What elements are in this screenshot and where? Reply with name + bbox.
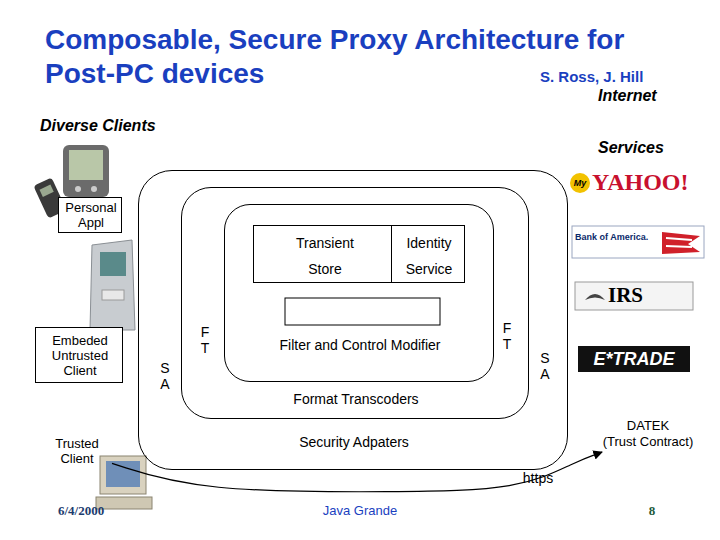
node-label: Embeded Untrusted Client bbox=[36, 333, 124, 378]
component-box: Personal Appl bbox=[58, 197, 122, 233]
ring-tag: S A bbox=[158, 360, 172, 392]
footer-event: Java Grande bbox=[310, 503, 410, 519]
yahoo-logo bbox=[570, 173, 590, 193]
logo-frame bbox=[578, 346, 690, 372]
palm-button bbox=[91, 186, 97, 192]
connector-label: https bbox=[516, 470, 560, 486]
computer-base bbox=[96, 497, 152, 509]
palm-pilot-picture bbox=[63, 145, 109, 197]
logo-text: Bank of America. bbox=[575, 232, 665, 243]
node-label: Identity Service bbox=[392, 230, 466, 282]
bofa-logo bbox=[572, 226, 704, 258]
kiosk-picture bbox=[90, 240, 135, 330]
ring-tag: F T bbox=[500, 320, 514, 352]
client-node: DATEK(Trust Contract) bbox=[588, 418, 708, 452]
logo-text: YAHOO! bbox=[592, 168, 692, 197]
node-label: Trusted Client bbox=[42, 436, 112, 466]
logo-flag bbox=[662, 232, 700, 254]
node-label: Personal Appl bbox=[59, 200, 123, 230]
group-heading: Services bbox=[598, 138, 698, 157]
kiosk-screen bbox=[100, 252, 126, 276]
client-node: Trusted Client bbox=[42, 435, 112, 469]
node-label: (Trust Contract) bbox=[588, 434, 708, 450]
palm-button bbox=[75, 186, 81, 192]
logo-circle bbox=[570, 173, 590, 193]
author-line: S. Ross, J. Hill bbox=[540, 68, 700, 86]
node-label: Filter and Control Modifier bbox=[225, 337, 495, 354]
palm-screen bbox=[69, 150, 103, 180]
footer-date: 6/4/2000 bbox=[58, 503, 148, 519]
filter-slot-box bbox=[285, 298, 440, 325]
ring-tag: S A bbox=[538, 350, 552, 382]
logo-text: IRS bbox=[608, 283, 668, 308]
connector-arrow bbox=[112, 452, 602, 492]
node-label: Format Transcoders bbox=[182, 391, 530, 408]
monitor-screen bbox=[106, 461, 140, 487]
component-box: Transient Store bbox=[253, 225, 392, 283]
group-heading: Internet bbox=[598, 86, 698, 105]
logo-frame bbox=[572, 226, 704, 258]
group-heading: Diverse Clients bbox=[40, 116, 240, 135]
computer-picture bbox=[96, 456, 152, 509]
kiosk-slot bbox=[102, 290, 124, 300]
layer-ring: Filter and Control Modifier Transient Sto… bbox=[224, 204, 494, 382]
page-number: 8 bbox=[640, 503, 664, 519]
palm-body bbox=[63, 145, 109, 197]
node-label: DATEK bbox=[588, 418, 708, 434]
etrade-logo bbox=[578, 346, 690, 372]
logo-eagle bbox=[585, 294, 605, 300]
node-label: Security Adpaters bbox=[139, 434, 569, 451]
logo-text: E*TRADE bbox=[580, 348, 688, 370]
flag-stripe bbox=[666, 238, 692, 247]
node-label: Transient Store bbox=[280, 230, 370, 282]
logo-frame bbox=[575, 282, 693, 310]
monitor bbox=[100, 456, 146, 494]
logo-text: My bbox=[572, 178, 588, 189]
layer-ring: Format Transcoders Filter and Control Mod… bbox=[181, 187, 529, 419]
kiosk-body bbox=[90, 240, 135, 330]
ring-tag: F T bbox=[198, 324, 212, 356]
phone-screen bbox=[39, 185, 53, 197]
component-box: Embeded Untrusted Client bbox=[35, 327, 123, 383]
component-box: Identity Service bbox=[391, 225, 465, 283]
irs-logo bbox=[575, 282, 693, 310]
